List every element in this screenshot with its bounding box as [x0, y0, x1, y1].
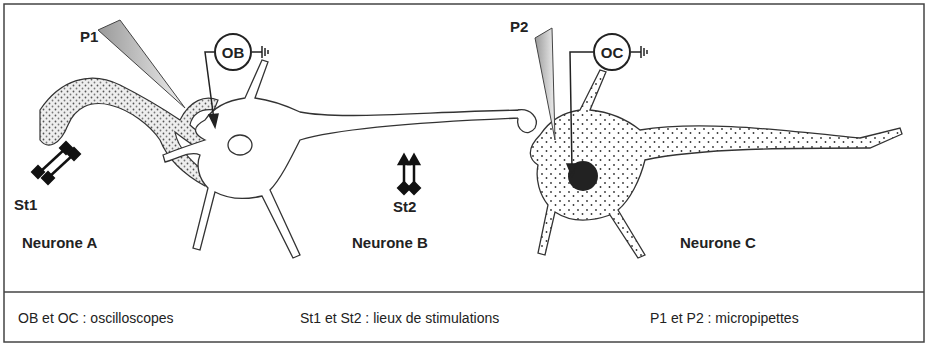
stimulation-label: St2 — [393, 198, 416, 215]
oscilloscope-circle: OC — [593, 33, 631, 71]
pipette-label: P2 — [510, 18, 528, 35]
legend-text: St1 et St2 : lieux de stimulations — [300, 310, 499, 326]
legend-text: P1 et P2 : micropipettes — [650, 310, 799, 326]
neuron-label: Neurone C — [680, 234, 756, 251]
stimulation-label: St1 — [14, 196, 37, 213]
legend-text: OB et OC : oscilloscopes — [18, 310, 174, 326]
oscilloscope-circle: OB — [214, 33, 252, 71]
oscilloscope-label: OC — [601, 44, 624, 61]
neuron-label: Neurone B — [352, 234, 428, 251]
oscilloscope-label: OB — [222, 44, 245, 61]
pipette-label: P1 — [80, 28, 98, 45]
neuron-label: Neurone A — [22, 234, 97, 251]
